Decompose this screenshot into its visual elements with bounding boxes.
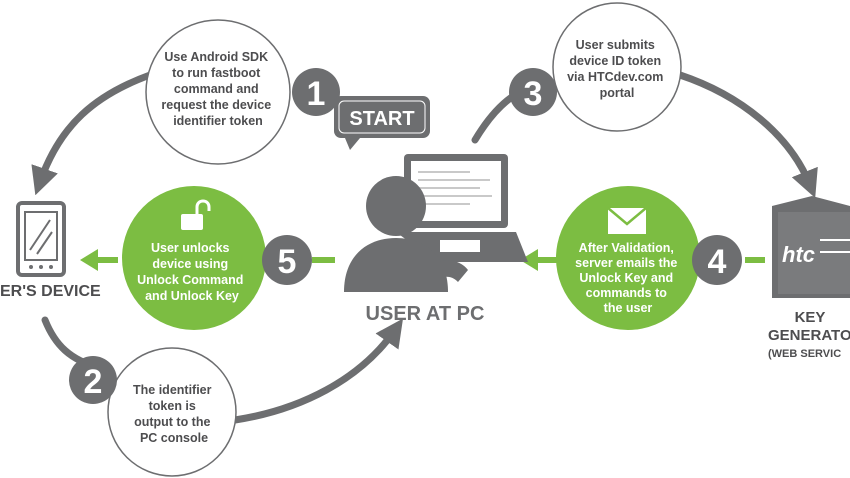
key-generator-label-1: KEY — [795, 309, 826, 326]
person-icon — [344, 176, 468, 292]
step-5: User unlocks device using Unlock Command… — [122, 186, 312, 330]
device-label: ER'S DEVICE — [0, 283, 101, 300]
step-4: After Validation, server emails the Unlo… — [556, 186, 742, 330]
step-1: Use Android SDK to run fastboot command … — [145, 19, 340, 165]
step-2-number: 2 — [84, 363, 103, 401]
unlock-icon — [181, 199, 211, 230]
start-label: START — [349, 108, 414, 130]
step-3: User submits device ID token via HTCdev.… — [509, 2, 682, 132]
key-generator-label-2: GENERATO — [768, 327, 850, 344]
step-1-number: 1 — [307, 75, 326, 113]
key-generator-label-3: (WEB SERVIC — [768, 348, 841, 360]
step-5-text: User unlocks device using Unlock Command… — [137, 241, 247, 303]
user-at-pc: USER AT PC — [344, 154, 528, 325]
step-2: The identifier token is output to the PC… — [69, 347, 237, 477]
step-4-text: After Validation, server emails the Unlo… — [575, 241, 681, 315]
step-4-number: 4 — [708, 243, 727, 281]
step-5-number: 5 — [278, 243, 297, 281]
step-1-text: Use Android SDK to run fastboot command … — [161, 50, 274, 128]
user-at-pc-label: USER AT PC — [366, 303, 485, 325]
laptop-icon — [396, 154, 528, 262]
arrow-step1-to-device — [31, 71, 154, 196]
green-arrows — [80, 249, 765, 271]
phone-icon — [16, 201, 66, 277]
envelope-icon — [607, 207, 647, 234]
step-2-text: The identifier token is output to the PC… — [133, 383, 215, 445]
arrow-step3-to-keygen — [676, 71, 818, 198]
server-icon: htc — [772, 196, 850, 298]
htc-logo: htc — [782, 242, 815, 267]
step-3-text: User submits device ID token via HTCdev.… — [567, 38, 667, 100]
start-bubble: START — [334, 96, 430, 150]
cycle-arrows — [31, 71, 818, 424]
arrow-step2-to-pc — [231, 318, 404, 424]
step-3-number: 3 — [524, 75, 543, 113]
